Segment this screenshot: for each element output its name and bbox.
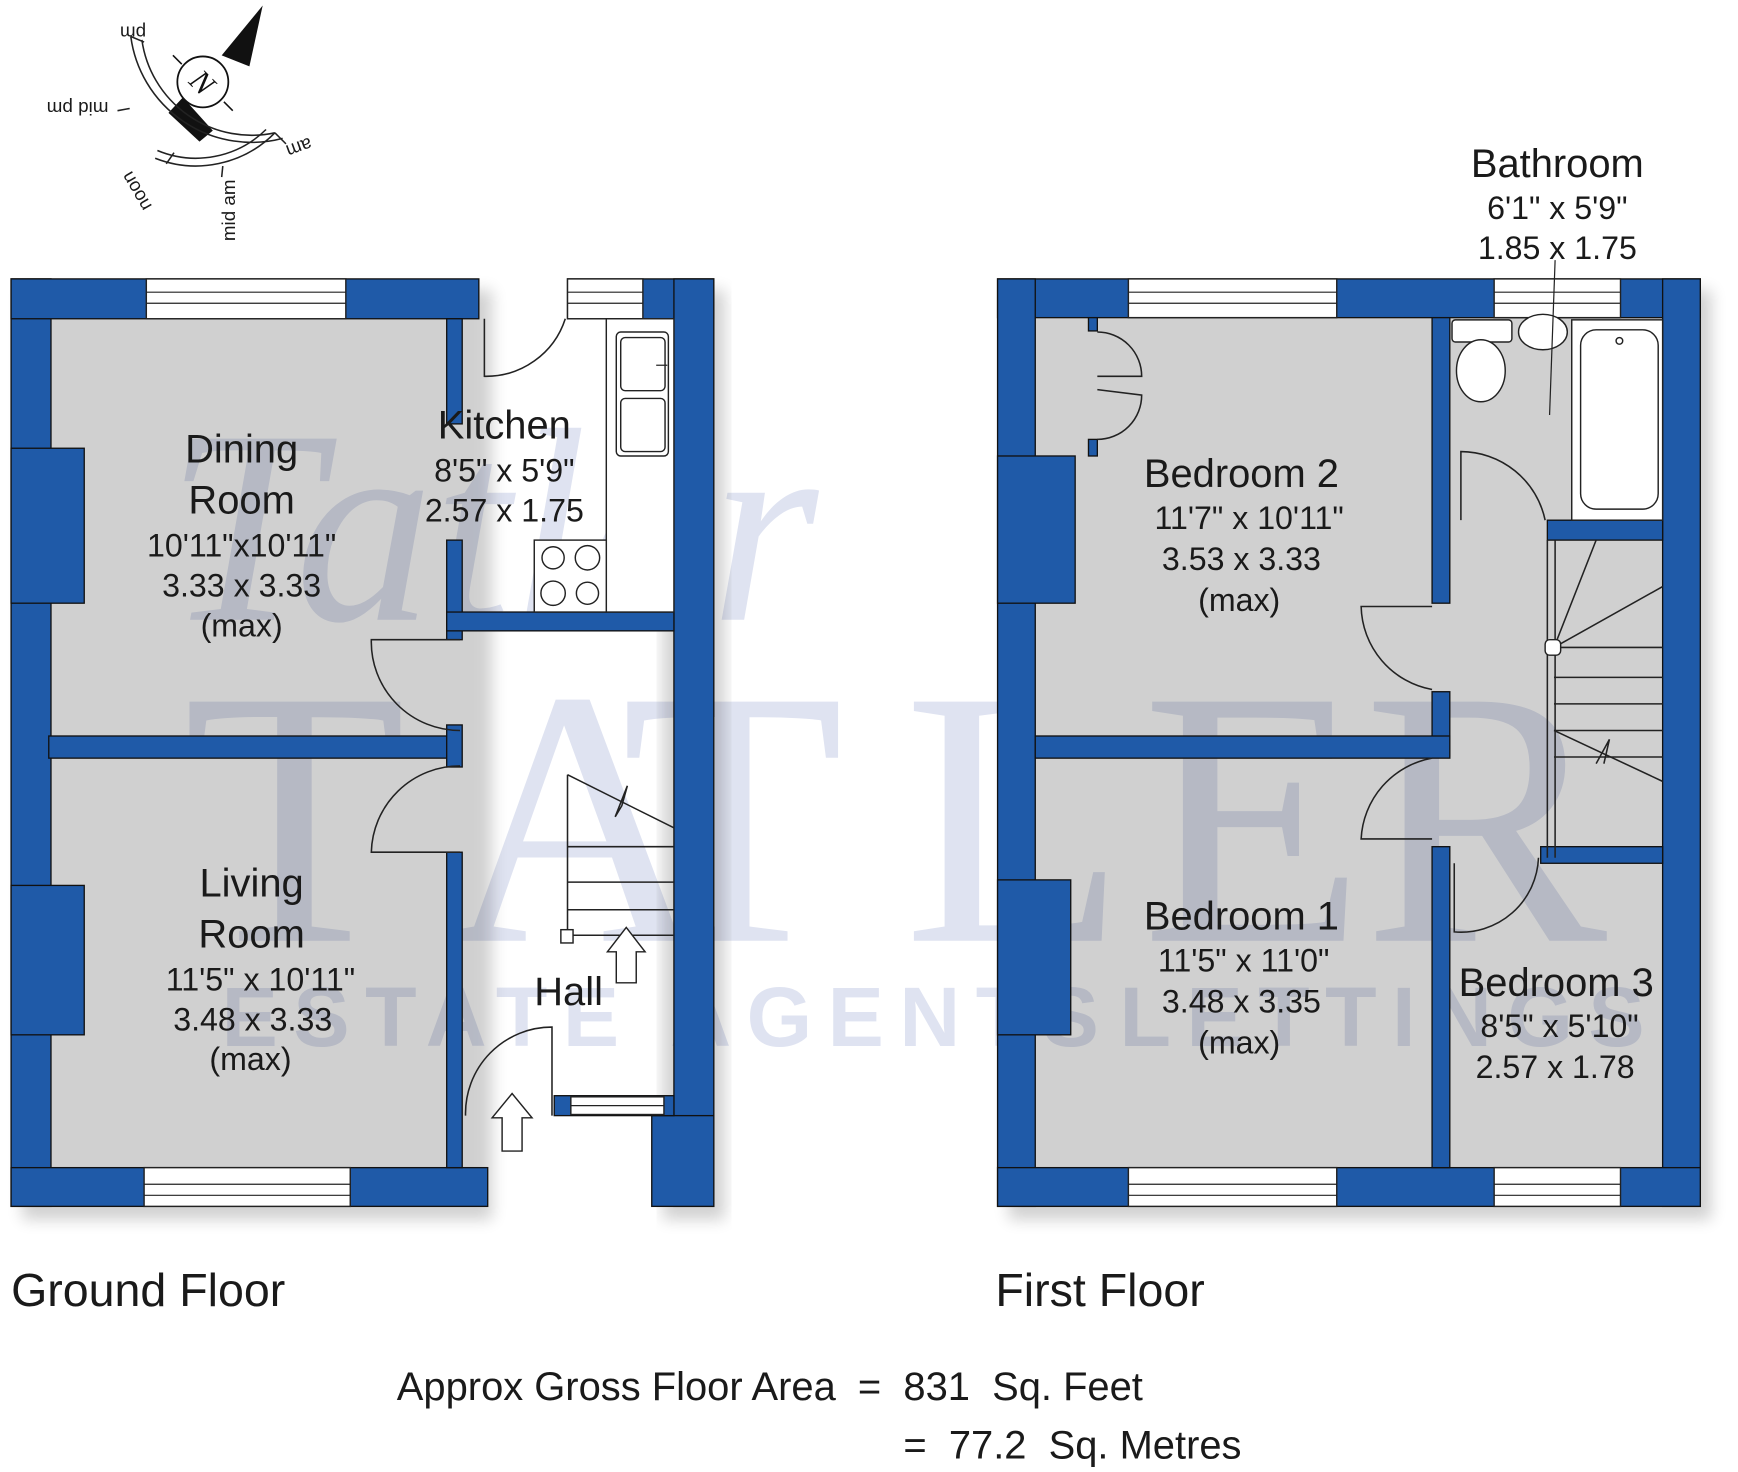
up-arrow-icon (605, 926, 647, 984)
area-sq-metres: = 77.2 Sq. Metres (903, 1424, 1241, 1468)
ground-floor-plan: Dining Room 10'11"x10'11" 3.33 x 3.33 (m… (10, 278, 725, 1220)
bedroom1-door (1360, 757, 1433, 840)
window-bedroom2 (1127, 278, 1338, 319)
room-dims: 10'11"x10'11" (147, 528, 336, 564)
room-dims: 11'5" x 11'0" (1158, 943, 1329, 979)
compass-label-mid-am: mid am (218, 179, 239, 241)
window-hall (570, 1096, 665, 1116)
bath-icon (1579, 329, 1659, 510)
stairs-ground (560, 774, 675, 944)
window-kitchen (566, 278, 644, 320)
wall-right (1661, 278, 1701, 1208)
room-name: Dining (185, 428, 298, 472)
room-dims: 1.85 x 1.75 (1478, 230, 1637, 266)
window-bedroom3 (1493, 1166, 1622, 1208)
room-name: Bathroom (1471, 142, 1644, 186)
living-door (370, 765, 460, 853)
compass-label-mid-pm: mid pm (47, 98, 109, 119)
room-name: Living (199, 862, 303, 906)
bathroom-door (1460, 450, 1546, 521)
window-bedroom1 (1127, 1166, 1338, 1208)
toilet-icon (1455, 339, 1506, 403)
room-name: Hall (534, 970, 603, 1014)
room-dims: 3.48 x 3.33 (173, 1001, 332, 1037)
front-door (464, 1026, 553, 1116)
ground-floor-label: Ground Floor (11, 1264, 285, 1316)
hob-icon (540, 544, 601, 607)
room-dims: (max) (1198, 582, 1280, 618)
compass-label-am: am (283, 133, 315, 162)
north-pointer-icon (221, 5, 263, 67)
compass-label-pm: pm (120, 23, 146, 44)
compass-dial-icon (176, 55, 230, 109)
wall-left (996, 278, 1036, 1208)
room-name: Kitchen (438, 403, 571, 447)
room-dims: 8'5" x 5'9" (434, 452, 574, 488)
room-name: Bedroom 3 (1459, 961, 1654, 1005)
room-dims: (max) (209, 1041, 291, 1077)
dining-door (370, 638, 460, 732)
first-floor-label: First Floor (995, 1264, 1204, 1316)
room-dims: 6'1" x 5'9" (1487, 190, 1627, 226)
window-dining (145, 278, 347, 320)
room-dims: 3.33 x 3.33 (162, 568, 321, 604)
wall-left (10, 278, 52, 1208)
bedroom2-door (1360, 605, 1433, 691)
room-dims: 2.57 x 1.78 (1476, 1049, 1635, 1085)
window-bathroom (1493, 278, 1622, 319)
bedroom3-door (1453, 857, 1540, 933)
room-dims: (max) (201, 607, 283, 643)
room-dims: 11'7" x 10'11" (1155, 500, 1344, 536)
wall-right (673, 278, 715, 1208)
room-name: Bedroom 1 (1144, 895, 1339, 939)
room-dims: (max) (1198, 1025, 1280, 1061)
cistern-icon (1451, 319, 1513, 343)
stairs-first (1544, 539, 1664, 858)
first-floor-plan: Bathroom 6'1" x 5'9" 1.85 x 1.75 Bedroom… (996, 142, 1712, 1220)
basin-icon (1517, 313, 1569, 351)
area-sq-feet: Approx Gross Floor Area = 831 Sq. Feet (397, 1365, 1143, 1409)
entrance-arrow-icon (490, 1092, 534, 1152)
room-name: Room (188, 479, 294, 523)
compass: N pm mid pm noon mid am am (47, 5, 315, 241)
room-dims: 11'5" x 10'11" (166, 962, 355, 998)
window-living (143, 1166, 351, 1208)
room-dims: 2.57 x 1.75 (425, 492, 584, 528)
wall-bottom-right (651, 1114, 715, 1208)
watermark-letter-t2: T (621, 616, 844, 1021)
room-dims: 3.53 x 3.33 (1162, 541, 1321, 577)
room-dims: 3.48 x 3.35 (1162, 984, 1321, 1020)
room-name: Bedroom 2 (1144, 452, 1339, 496)
kitchen-back-door (483, 318, 567, 378)
compass-label-noon: noon (117, 168, 156, 215)
room-dims: 8'5" x 5'10" (1480, 1008, 1638, 1044)
room-name: Room (198, 912, 304, 956)
